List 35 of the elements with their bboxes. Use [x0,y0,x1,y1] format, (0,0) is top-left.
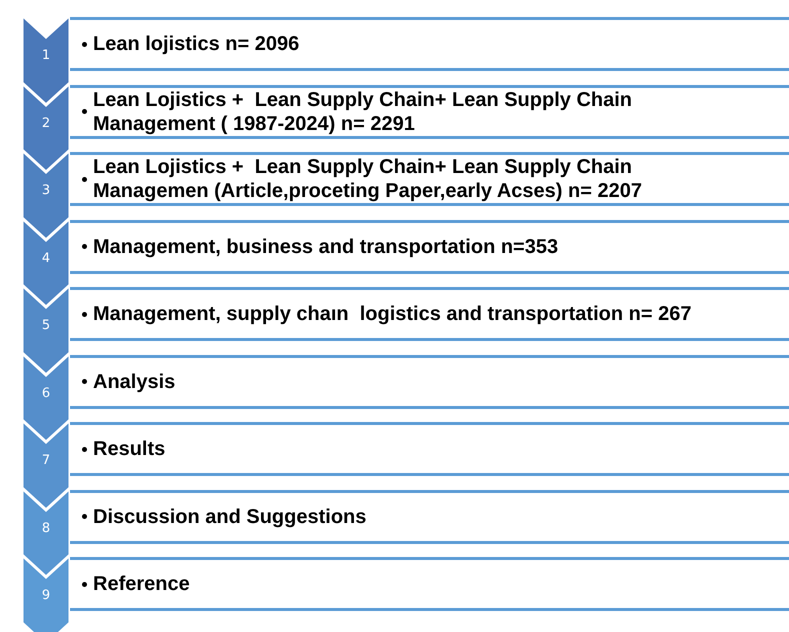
step-number: 5 [40,318,52,333]
step-box [70,84,789,138]
step-number: 1 [40,48,52,63]
step-number: 2 [40,116,52,130]
step-box [70,220,789,274]
step-number: 3 [40,183,52,198]
step-tab [22,285,70,375]
step-text: Analysis [93,370,176,394]
step-box [70,490,789,544]
step-text: Lean lojistics n= 2096 [93,32,300,56]
step-box [70,287,789,341]
step-text: Discussion and Suggestions [93,504,366,528]
step-number: 4 [40,250,52,266]
step-box [70,17,789,71]
step-text: Reference [93,572,190,596]
step-text: Lean Lojistics + Lean Supply Chain+ Lean Supply Chain Management ( 1987-2024) n= 2291 [93,88,633,136]
step-tab [22,352,70,442]
step-text: Lean Lojistics + Lean Supply Chain+ Lean Supply Chain Managemen (Article,proceting Paper,early Acses) n= 2207 [93,155,643,203]
step-box [70,557,789,611]
step-text: Results [93,437,166,461]
step-text: Management, supply chaın logistics and transportation n= 267 [93,302,692,326]
step-number: 7 [40,453,52,468]
step-box [70,422,789,476]
step-number: 8 [40,520,52,536]
step-tab [22,218,70,308]
step-number: 6 [40,386,52,400]
step-box [70,152,789,206]
step-tab [22,150,70,240]
step-number: 9 [40,588,52,603]
step-tab [22,420,70,510]
step-tab [22,488,70,578]
step-tab [22,82,70,172]
step-tab [22,555,70,632]
step-text: Management, business and transportation n=353 [93,234,558,258]
step-box [70,354,789,408]
